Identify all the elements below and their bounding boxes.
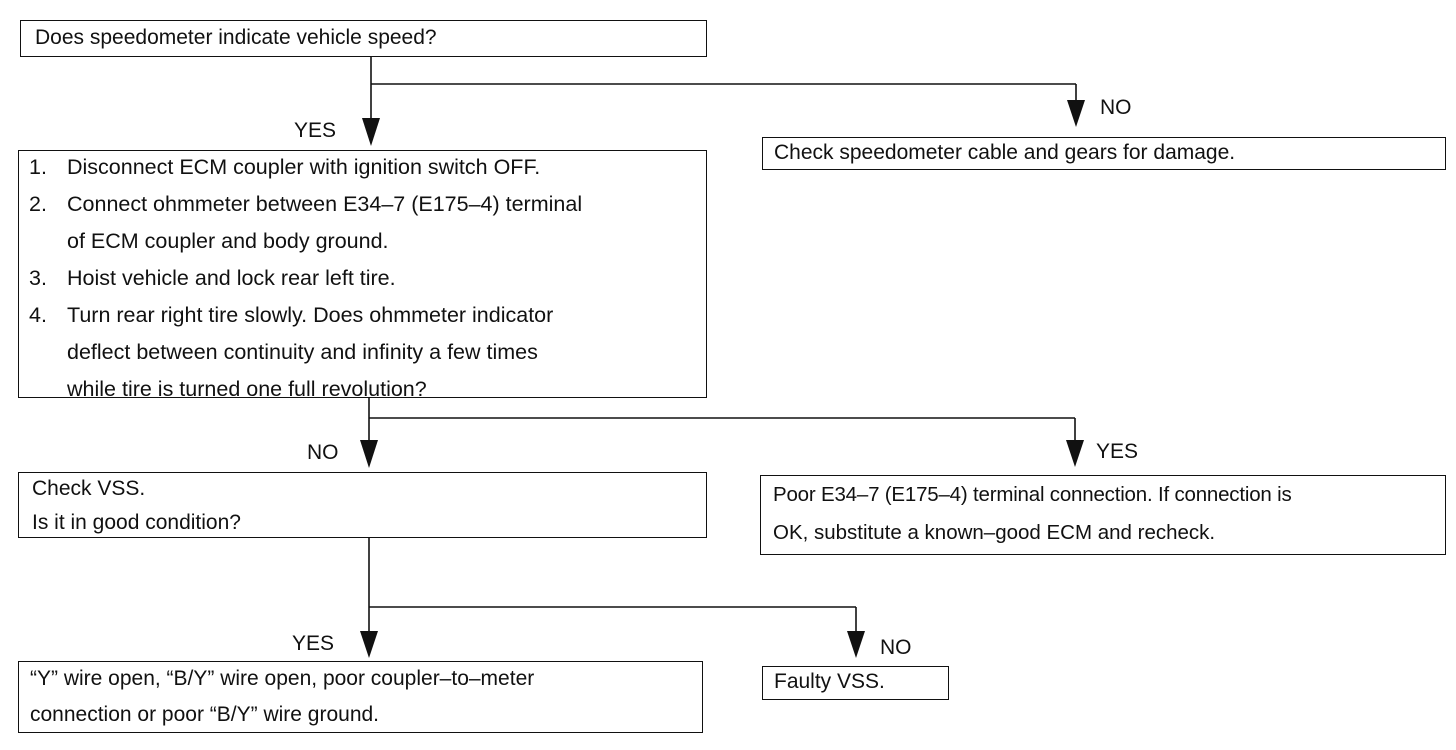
step-2-number: 2. <box>29 192 47 216</box>
arrowhead-no-3 <box>847 631 865 658</box>
poor-terminal-line-1: Poor E34–7 (E175–4) terminal connection.… <box>773 483 1292 506</box>
procedure-steps-box: 1. Disconnect ECM coupler with ignition … <box>18 150 707 401</box>
step-4-line-3: while tire is turned one full revolution… <box>67 377 427 401</box>
arrowhead-yes-1 <box>362 118 380 146</box>
wire-open-line-2: connection or poor “B/Y” wire ground. <box>30 703 380 726</box>
check-vss-box: Check VSS. Is it in good condition? <box>18 472 707 538</box>
step-1-line-1: Disconnect ECM coupler with ignition swi… <box>67 155 541 179</box>
step-4-number: 4. <box>29 303 47 327</box>
check-speedometer-cable-text: Check speedometer cable and gears for da… <box>774 141 1236 164</box>
yes-label-1: YES <box>294 119 337 142</box>
step-4-line-2: deflect between continuity and infinity … <box>67 340 538 364</box>
yes-label-2: YES <box>1096 440 1139 463</box>
step-2-line-1: Connect ohmmeter between E34–7 (E175–4) … <box>67 192 583 216</box>
arrowhead-yes-2 <box>1066 440 1084 467</box>
step-1: 1. Disconnect ECM coupler with ignition … <box>19 149 708 186</box>
step-4-line-1: Turn rear right tire slowly. Does ohmmet… <box>67 303 554 327</box>
poor-terminal-connection-box: Poor E34–7 (E175–4) terminal connection.… <box>760 475 1446 555</box>
step-3-number: 3. <box>29 266 47 290</box>
yes-label-3: YES <box>292 632 335 655</box>
check-vss-line-2: Is it in good condition? <box>32 511 241 534</box>
procedure-steps-list: 1. Disconnect ECM coupler with ignition … <box>19 149 708 408</box>
faulty-vss-text: Faulty VSS. <box>774 670 885 693</box>
check-speedometer-cable-box: Check speedometer cable and gears for da… <box>762 137 1446 170</box>
no-label-2: NO <box>307 441 339 464</box>
step-3-line-1: Hoist vehicle and lock rear left tire. <box>67 266 396 290</box>
step-2: 2. Connect ohmmeter between E34–7 (E175–… <box>19 186 708 260</box>
arrowhead-no-2 <box>360 440 378 468</box>
check-vss-line-1: Check VSS. <box>32 477 146 500</box>
step-2-line-2: of ECM coupler and body ground. <box>67 229 389 253</box>
no-label-1: NO <box>1100 96 1132 119</box>
question-speedometer-box: Does speedometer indicate vehicle speed? <box>20 20 707 57</box>
arrowhead-yes-3 <box>360 631 378 658</box>
step-3: 3. Hoist vehicle and lock rear left tire… <box>19 260 708 297</box>
step-1-number: 1. <box>29 155 47 179</box>
no-label-3: NO <box>880 636 912 659</box>
wire-open-box: “Y” wire open, “B/Y” wire open, poor cou… <box>18 661 703 733</box>
arrowhead-no-1 <box>1067 100 1085 127</box>
poor-terminal-line-2: OK, substitute a known–good ECM and rech… <box>773 521 1216 544</box>
wire-open-line-1: “Y” wire open, “B/Y” wire open, poor cou… <box>30 667 535 690</box>
question-speedometer-text: Does speedometer indicate vehicle speed? <box>35 26 437 49</box>
faulty-vss-box: Faulty VSS. <box>762 666 949 700</box>
step-4: 4. Turn rear right tire slowly. Does ohm… <box>19 297 708 408</box>
